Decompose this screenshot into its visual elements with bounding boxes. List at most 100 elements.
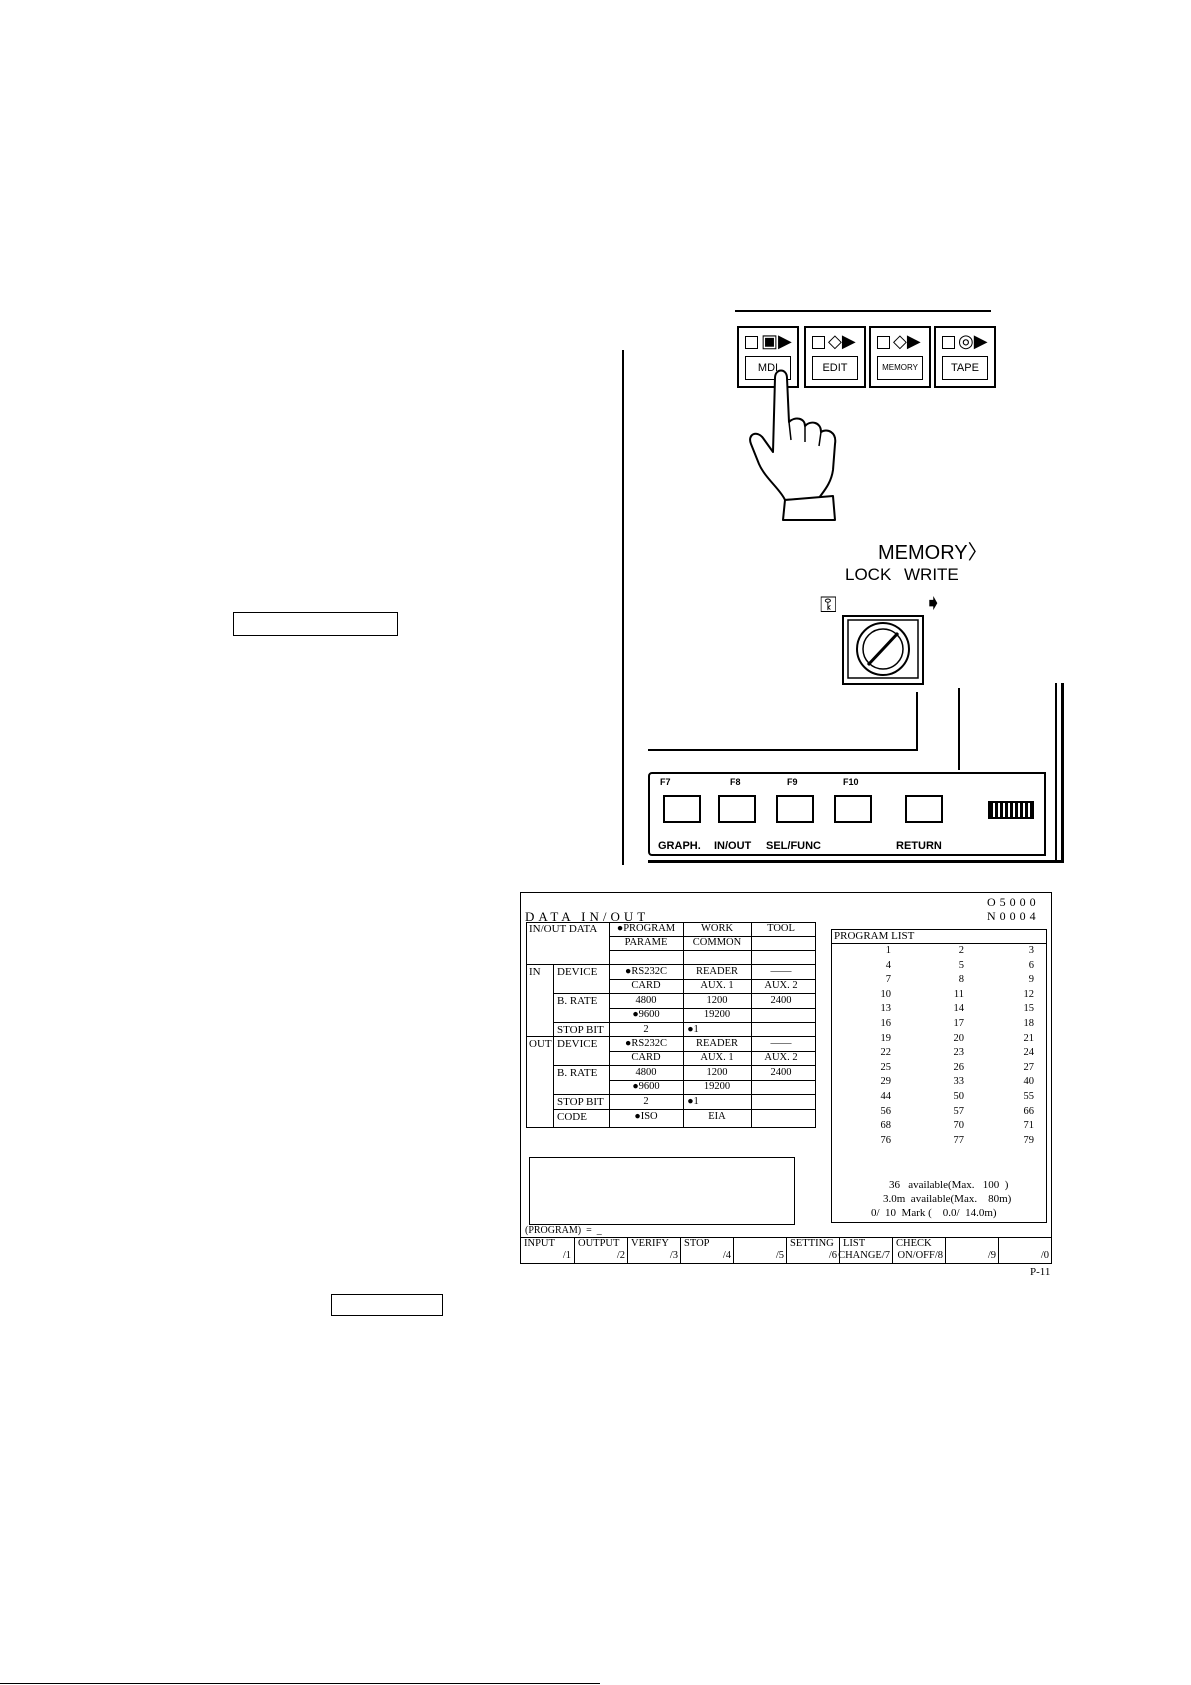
program-list-item[interactable]: 24 <box>1023 1047 1035 1059</box>
program-list-item[interactable]: 79 <box>1023 1134 1035 1146</box>
cell-in-9600[interactable]: ●9600 <box>632 1009 660 1020</box>
program-list-item[interactable]: 2 <box>958 945 964 956</box>
program-list-item[interactable]: 5 <box>958 959 964 971</box>
cell-in-4800[interactable]: 4800 <box>635 995 657 1006</box>
softkey-5[interactable]: /5 <box>733 1238 787 1264</box>
program-list-item[interactable]: 22 <box>880 1047 892 1059</box>
f9-key[interactable] <box>776 795 814 823</box>
cell-in-stop1[interactable]: ●1 <box>687 1024 699 1035</box>
program-list-item[interactable]: 10 <box>880 988 892 1000</box>
program-list-item[interactable]: 40 <box>1023 1076 1035 1088</box>
program-list-item[interactable]: 4 <box>885 959 891 971</box>
f10-key[interactable] <box>834 795 872 823</box>
table-hline <box>609 979 816 980</box>
cell-out-stop2[interactable]: 2 <box>643 1096 649 1107</box>
cell-in-19200[interactable]: 19200 <box>703 1009 731 1020</box>
return-key[interactable] <box>905 795 943 823</box>
cell-tool[interactable]: TOOL <box>767 923 795 934</box>
cell-out-aux1[interactable]: AUX. 1 <box>700 1052 734 1063</box>
cell-out-card[interactable]: CARD <box>631 1052 661 1063</box>
program-list-item[interactable]: 17 <box>953 1018 965 1029</box>
program-list-item[interactable]: 20 <box>953 1032 965 1044</box>
cell-common[interactable]: COMMON <box>692 937 742 948</box>
program-list-item[interactable]: 55 <box>1023 1091 1035 1102</box>
program-list-item[interactable]: 9 <box>1028 974 1034 986</box>
softkey-label: OUTPUT <box>578 1238 620 1249</box>
cell-out-stop1[interactable]: ●1 <box>687 1096 699 1107</box>
program-list-item[interactable]: 76 <box>880 1134 892 1146</box>
cell-in-dash[interactable]: —— <box>770 966 792 977</box>
mdi-mode-button[interactable]: ▣▶ MDI <box>737 326 799 388</box>
memory-key-switch[interactable] <box>842 615 924 685</box>
cell-in-card[interactable]: CARD <box>631 980 661 991</box>
program-list-item[interactable]: 13 <box>880 1003 892 1015</box>
cell-out-iso[interactable]: ●ISO <box>634 1111 658 1122</box>
cell-parame[interactable]: PARAME <box>624 937 668 948</box>
cell-work[interactable]: WORK <box>700 923 734 934</box>
cell-out-2400[interactable]: 2400 <box>770 1067 792 1078</box>
program-list-item[interactable]: 14 <box>953 1003 965 1015</box>
cell-in-aux2[interactable]: AUX. 2 <box>764 980 798 991</box>
program-list-item[interactable]: 56 <box>880 1105 892 1117</box>
program-list-item[interactable]: 21 <box>1023 1032 1035 1044</box>
program-list-item[interactable]: 7 <box>885 974 891 986</box>
program-list-item[interactable]: 77 <box>953 1134 965 1146</box>
cell-out-4800[interactable]: 4800 <box>635 1067 657 1078</box>
program-list-item[interactable]: 11 <box>953 988 964 1000</box>
cell-out-aux2[interactable]: AUX. 2 <box>764 1052 798 1063</box>
program-list-item[interactable]: 57 <box>953 1105 965 1117</box>
softkey-4[interactable]: STOP/4 <box>680 1238 734 1264</box>
tape-mode-button[interactable]: ◎▶ TAPE <box>934 326 996 388</box>
mdi-lamp-icon <box>745 336 758 349</box>
program-list-item[interactable]: 26 <box>953 1061 965 1073</box>
program-list-item[interactable]: 44 <box>880 1091 892 1102</box>
cell-in-rs232c[interactable]: ●RS232C <box>625 966 667 977</box>
cell-in-stop2[interactable]: 2 <box>643 1024 649 1035</box>
edit-mode-button[interactable]: ◇▶ EDIT <box>804 326 866 388</box>
cell-out-eia[interactable]: EIA <box>708 1111 726 1122</box>
program-list-item[interactable]: 29 <box>880 1076 892 1088</box>
softkey-9[interactable]: /9 <box>945 1238 999 1264</box>
cell-in-2400[interactable]: 2400 <box>770 995 792 1006</box>
column-divider <box>622 350 624 865</box>
program-list-item[interactable]: 19 <box>880 1032 892 1044</box>
softkey-6[interactable]: SETTING/6 <box>786 1238 840 1264</box>
cell-in-aux1[interactable]: AUX. 1 <box>700 980 734 991</box>
f7-key[interactable] <box>663 795 701 823</box>
program-list-item[interactable]: 15 <box>1023 1003 1035 1015</box>
cell-program[interactable]: ●PROGRAM <box>616 923 676 934</box>
program-list-item[interactable]: 27 <box>1023 1061 1035 1073</box>
cell-out-1200[interactable]: 1200 <box>706 1067 728 1078</box>
cell-out-19200[interactable]: 19200 <box>703 1081 731 1092</box>
cell-out-reader[interactable]: READER <box>696 1038 738 1049</box>
program-list-item[interactable]: 23 <box>953 1047 965 1059</box>
program-list-item[interactable]: 8 <box>958 974 964 986</box>
program-list-item[interactable]: 71 <box>1023 1120 1035 1132</box>
softkey-0[interactable]: /0 <box>998 1238 1052 1264</box>
program-list-item[interactable]: 50 <box>953 1091 965 1102</box>
program-list-item[interactable]: 25 <box>880 1061 892 1073</box>
program-list-item[interactable]: 68 <box>880 1120 892 1132</box>
program-list-item[interactable]: 16 <box>880 1018 892 1029</box>
cell-out-dash[interactable]: —— <box>770 1038 792 1049</box>
cell-out-9600[interactable]: ●9600 <box>632 1081 660 1092</box>
softkey-1[interactable]: INPUT/1 <box>521 1238 574 1264</box>
program-list-item[interactable]: 3 <box>1028 945 1034 956</box>
program-list-item[interactable]: 6 <box>1028 959 1034 971</box>
program-list-item[interactable]: 12 <box>1023 988 1035 1000</box>
program-list-item[interactable]: 33 <box>953 1076 965 1088</box>
program-prompt[interactable]: (PROGRAM) = _ <box>525 1225 602 1236</box>
cell-out-rs232c[interactable]: ●RS232C <box>625 1038 667 1049</box>
f8-key[interactable] <box>718 795 756 823</box>
softkey-3[interactable]: VERIFY/3 <box>627 1238 681 1264</box>
program-list-item[interactable]: 70 <box>953 1120 965 1132</box>
cell-in-reader[interactable]: READER <box>696 966 738 977</box>
cell-in-1200[interactable]: 1200 <box>706 995 728 1006</box>
program-list-item[interactable]: 66 <box>1023 1105 1035 1117</box>
memory-mode-button[interactable]: ◇▶ MEMORY <box>869 326 931 388</box>
program-list-item[interactable]: 18 <box>1023 1018 1035 1029</box>
program-list-item[interactable]: 1 <box>885 945 891 956</box>
softkey-2[interactable]: OUTPUT/2 <box>574 1238 628 1264</box>
